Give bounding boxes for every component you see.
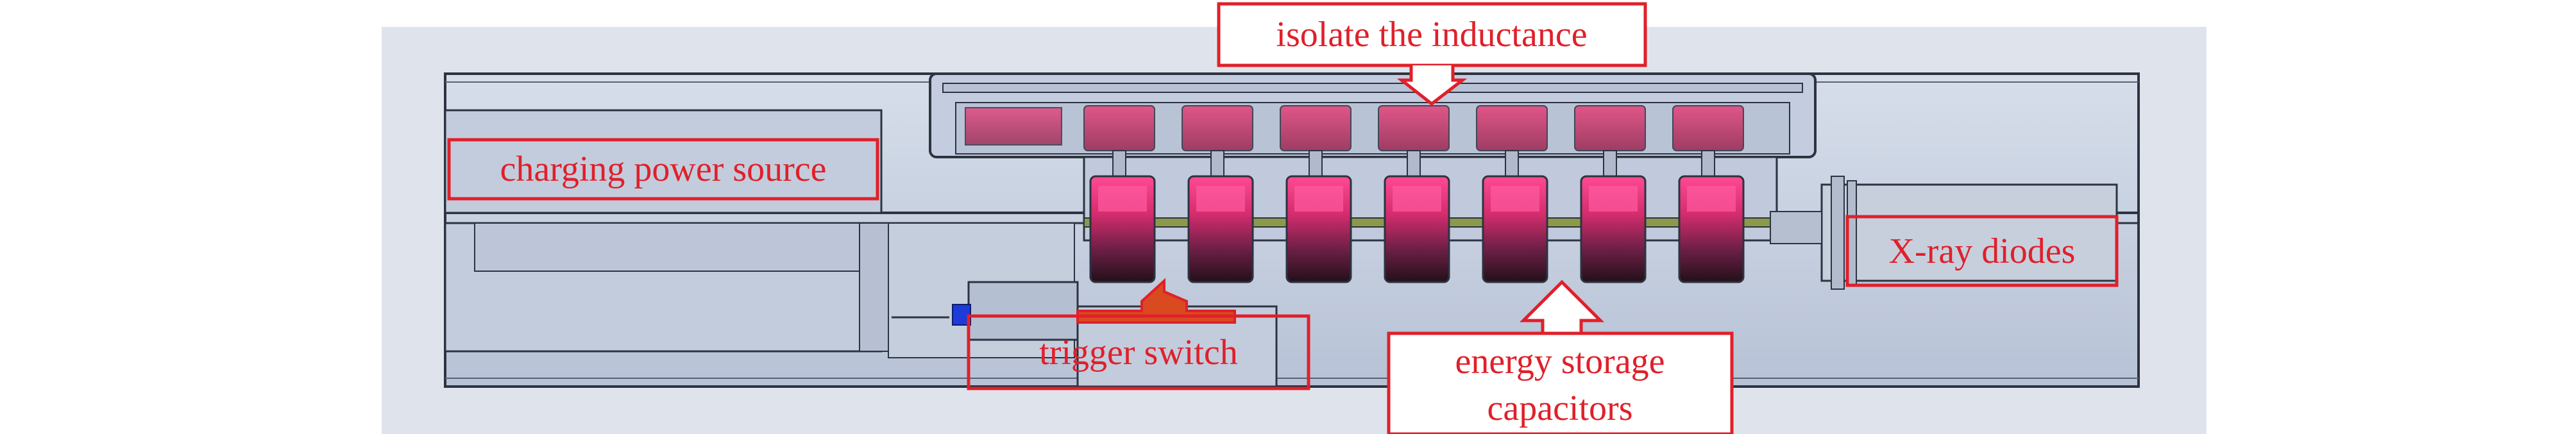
isolate-inductance-label: isolate the inductance xyxy=(1276,15,1587,54)
xray-diode-flange-1 xyxy=(1831,176,1845,290)
capacitor-highlight xyxy=(1098,186,1147,212)
trigger-switch-box xyxy=(967,314,1310,390)
capacitor-group xyxy=(1083,175,1784,283)
energy-storage-arrow xyxy=(1519,280,1605,333)
inductor xyxy=(1182,105,1253,151)
charging-power-source-box xyxy=(447,138,879,201)
energy-storage-label-line2: capacitors xyxy=(1487,388,1633,428)
capacitor-highlight xyxy=(1589,186,1638,212)
xray-diode-stem xyxy=(1770,211,1822,244)
inductor xyxy=(1476,105,1548,151)
inductor-block xyxy=(965,107,1062,146)
inductor-strip xyxy=(955,102,1790,154)
capacitor-highlight xyxy=(1687,186,1736,212)
charger-side-box xyxy=(859,222,892,352)
energy-storage-label-line1: energy storage xyxy=(1455,342,1665,381)
trigger-switch-housing xyxy=(967,281,1079,341)
inductor-post xyxy=(1603,150,1617,180)
inductor-post xyxy=(1112,150,1126,180)
inductor xyxy=(1378,105,1450,151)
xray-diodes-box xyxy=(1845,215,2119,287)
inductor-post xyxy=(1701,150,1715,180)
inductor-post xyxy=(1309,150,1323,180)
trigger-switch-arrow xyxy=(1076,278,1236,324)
inductor xyxy=(1280,105,1352,151)
inductor-group xyxy=(955,102,1790,180)
charging-power-source-label: charging power source xyxy=(500,149,826,189)
xray-diodes-label: X-ray diodes xyxy=(1889,231,2076,271)
inductor-post xyxy=(1407,150,1421,180)
charger-upper-box xyxy=(444,109,883,214)
inductor xyxy=(1574,105,1646,151)
isolate-inductance-arrow xyxy=(1396,65,1468,106)
charger-inner-box xyxy=(474,222,860,272)
energy-storage-box xyxy=(1387,331,1734,434)
inductor xyxy=(1083,105,1155,151)
annotations: isolate the inductance charging power so… xyxy=(447,2,2119,434)
trigger-switch-label: trigger switch xyxy=(1039,333,1237,372)
upper-tray-inner xyxy=(942,83,1803,93)
capacitor-highlight xyxy=(1294,186,1343,212)
inductor-post xyxy=(1505,150,1519,180)
inductor xyxy=(1672,105,1744,151)
inductor-post xyxy=(1210,150,1224,180)
capacitor-highlight xyxy=(1196,186,1245,212)
capacitor-highlight xyxy=(1491,186,1539,212)
isolate-inductance-box xyxy=(1217,2,1647,67)
capacitor-highlight xyxy=(1393,186,1441,212)
